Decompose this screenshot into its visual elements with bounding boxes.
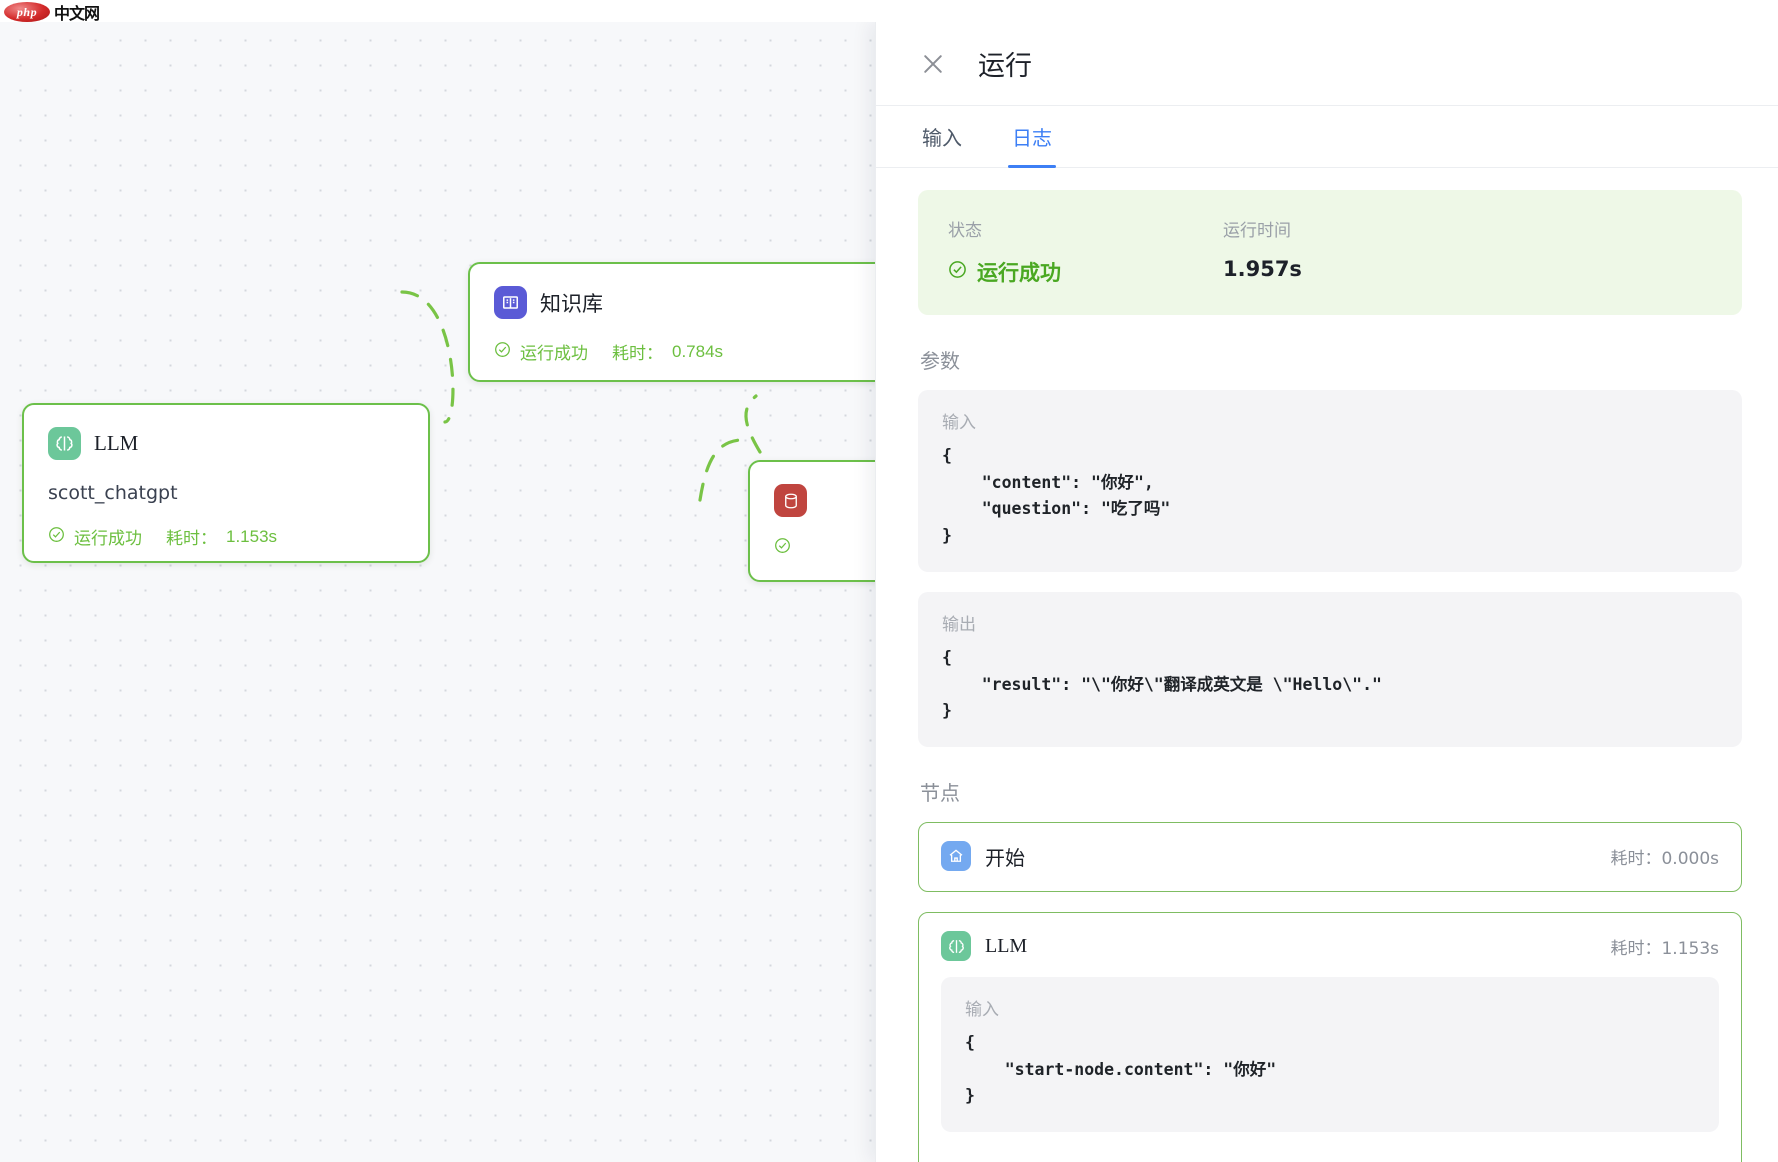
run-panel-tabs: 输入 日志 [876,106,1778,168]
php-chinese-logo: php 中文网 [4,0,100,24]
log-node-header: LLM 耗时：1.153s [941,931,1719,962]
brain-icon [941,931,971,962]
tab-input[interactable]: 输入 [922,126,962,150]
run-time-value: 1.957s [1223,257,1302,281]
close-icon[interactable] [918,49,948,79]
params-output-label: 输出 [942,614,976,635]
run-state-column: 状态 运行成功 [948,216,1223,287]
params-input-code: { "content": "你好", "question": "吃了吗" } [942,446,1171,546]
canvas-node-duration: 1.153s [226,526,278,546]
home-icon [941,841,971,872]
php-logo-text: 中文网 [54,4,100,23]
canvas-node-duration: 0.784s [672,341,724,361]
canvas-node-title: 知识库 [540,291,603,316]
params-input-label: 输入 [942,413,976,433]
database-icon [774,484,807,517]
run-panel-title: 运行 [978,51,1032,82]
run-panel-header: 运行 [876,22,1778,106]
log-node-duration: 耗时：0.000s [1610,848,1719,869]
canvas-node-duration-label: 耗时： [612,344,663,363]
brain-icon [48,427,81,460]
run-state-value: 运行成功 [948,257,1223,287]
log-node-duration: 耗时：1.153s [1610,938,1719,959]
canvas-node-header: LLM [48,427,404,460]
log-node-start[interactable]: 开始 耗时：0.000s [918,822,1742,893]
canvas-node-knowledge-base[interactable]: 知识库 运行成功 耗时： 0.784s [468,262,880,382]
book-icon [494,286,527,319]
edge-connectors [400,290,762,502]
check-circle-icon [948,260,967,284]
run-time-column: 运行时间 1.957s [1223,216,1498,287]
workflow-canvas[interactable]: LLM scott_chatgpt 运行成功 耗时： 1.153s [0,22,880,1162]
canvas-node-llm[interactable]: LLM scott_chatgpt 运行成功 耗时： 1.153s [22,403,430,563]
log-node-input-code: { "start-node.content": "你好" } [965,1033,1277,1106]
canvas-node-duration-label: 耗时： [166,529,217,548]
canvas-node-header: 知识库 [494,286,862,319]
php-badge: php [4,2,50,22]
log-node-body: 输入 { "start-node.content": "你好" } [941,977,1719,1133]
watermark-bar: php 中文网 [0,0,1778,24]
params-section-label: 参数 [920,349,960,373]
canvas-node-title: LLM [94,431,139,455]
canvas-node-status: 运行成功 耗时： 1.153s [48,524,404,549]
run-status-card: 状态 运行成功 运行时间 1.957s [918,190,1742,315]
canvas-node-status: 运行成功 耗时： 0.784s [494,339,862,364]
canvas-node-status-text: 运行成功 [74,529,142,548]
run-panel: 运行 输入 日志 状态 运行成功 [875,22,1778,1162]
canvas-node-header [774,484,880,517]
params-output-card: 输出 { "result": "\"你好\"翻译成英文是 \"Hello\"."… [918,591,1742,748]
params-output-code: { "result": "\"你好\"翻译成英文是 \"Hello\"." } [942,647,1382,721]
canvas-node-status [774,537,880,559]
canvas-node-subtitle: scott_chatgpt [48,482,178,504]
check-circle-icon [774,537,791,559]
nodes-section-label: 节点 [920,781,960,806]
log-node-title: LLM [985,934,1028,957]
run-panel-body[interactable]: 状态 运行成功 运行时间 1.957s 参数 [876,168,1778,1162]
log-node-title: 开始 [985,847,1025,870]
run-state-label: 状态 [948,221,982,241]
log-node-llm[interactable]: LLM 耗时：1.153s 输入 { "start-node.content":… [918,912,1742,1162]
params-input-card: 输入 { "content": "你好", "question": "吃了吗" … [918,390,1742,572]
canvas-node-occluded[interactable] [748,460,880,582]
tab-log[interactable]: 日志 [1008,106,1056,168]
check-circle-icon [494,341,511,363]
check-circle-icon [48,526,65,548]
run-time-label: 运行时间 [1223,221,1291,241]
log-node-input-label: 输入 [965,1000,999,1021]
log-node-input-card: 输入 { "start-node.content": "你好" } [941,977,1719,1133]
log-node-header: 开始 耗时：0.000s [941,841,1719,872]
canvas-node-status-text: 运行成功 [520,344,588,363]
run-state-text: 运行成功 [977,261,1061,285]
